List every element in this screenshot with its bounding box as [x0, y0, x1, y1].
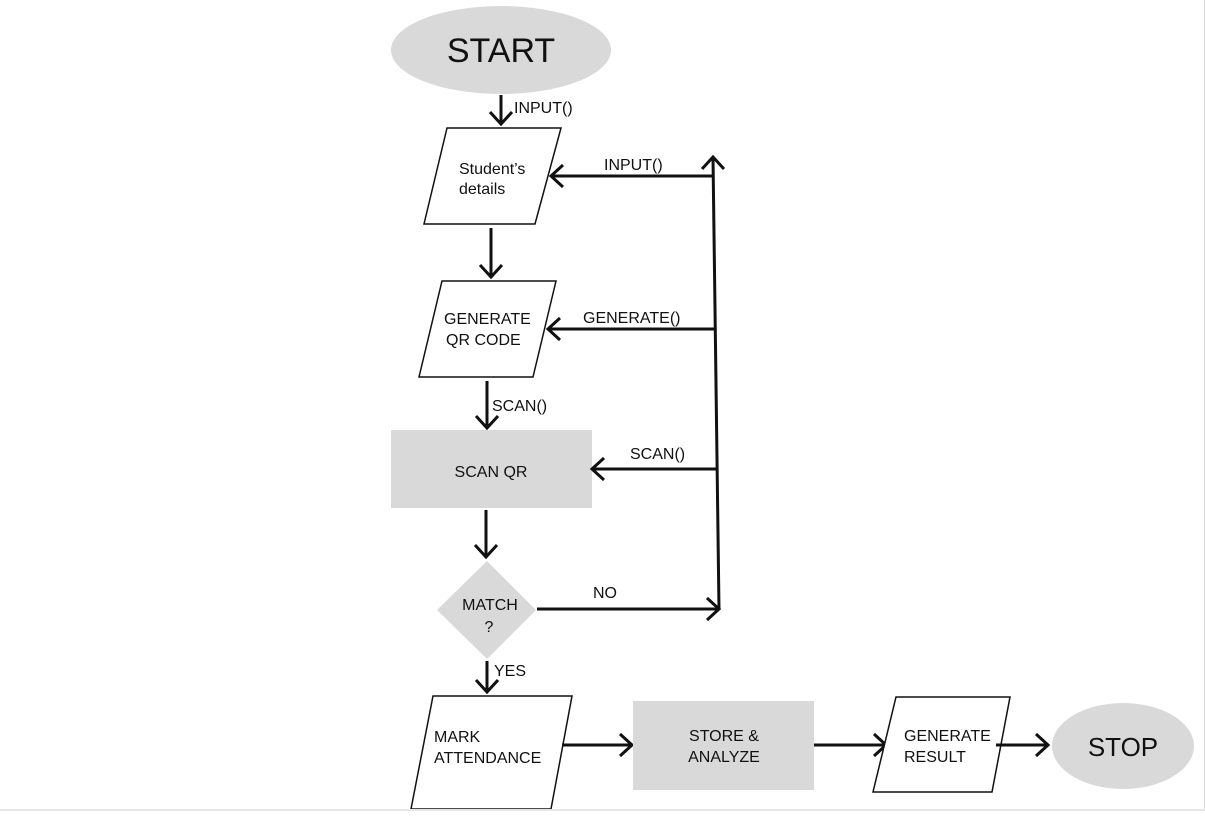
store-analyze-line2: ANALYZE [688, 749, 760, 766]
generate-qr-node: GENERATE QR CODE [418, 280, 557, 378]
generate-result-line2: RESULT [904, 749, 966, 766]
student-details-node: Student’s details [423, 127, 562, 225]
student-details-line2: details [459, 181, 505, 198]
arrow-mark-to-store [562, 732, 635, 758]
start-node: START [391, 6, 611, 94]
arrow-result-to-stop [996, 732, 1051, 758]
edge-label-feedback-scan: SCAN() [630, 446, 685, 463]
edge-label-yes: YES [494, 663, 526, 680]
generate-qr-line1: GENERATE [444, 311, 531, 328]
scan-qr-node: SCAN QR [391, 430, 592, 508]
mark-attendance-line2: ATTENDANCE [434, 750, 541, 767]
arrow-start-to-details [488, 95, 514, 127]
arrow-scan-to-match [473, 510, 499, 560]
mark-attendance-node: MARK ATTENDANCE [410, 695, 573, 810]
student-details-line1: Student’s [459, 161, 525, 178]
store-analyze-node: STORE & ANALYZE [633, 701, 814, 790]
store-analyze-line1: STORE & [689, 728, 759, 745]
arrow-feedback-generate [545, 316, 714, 342]
stop-label: STOP [1088, 732, 1158, 762]
arrow-generate-to-scan [474, 381, 500, 431]
edge-label-start-input: INPUT() [514, 100, 573, 117]
match-line1: MATCH [462, 597, 518, 614]
match-line2: ? [485, 619, 494, 636]
mark-attendance-line1: MARK [434, 729, 481, 746]
stop-node: STOP [1052, 703, 1194, 789]
page-edge-bottom [0, 809, 1205, 811]
edge-label-feedback-input: INPUT() [604, 157, 663, 174]
arrow-feedback-input [548, 163, 713, 189]
arrow-store-to-result [814, 732, 889, 758]
arrow-no-branch [537, 596, 722, 622]
scan-qr-label: SCAN QR [455, 464, 528, 481]
edge-label-scan: SCAN() [492, 398, 547, 415]
arrow-feedback-scan [589, 456, 717, 482]
arrow-details-to-generate [478, 228, 504, 280]
generate-result-line1: GENERATE [904, 728, 991, 745]
edge-label-no: NO [593, 585, 617, 602]
generate-qr-line2: QR CODE [446, 332, 521, 349]
edge-label-feedback-generate: GENERATE() [583, 310, 680, 327]
arrow-yes-branch [474, 661, 500, 695]
match-decision-node: MATCH ? [437, 561, 536, 659]
start-label: START [447, 32, 555, 70]
start-oval [391, 6, 611, 94]
generate-result-node: GENERATE RESULT [872, 696, 1011, 793]
feedback-line [700, 154, 726, 610]
